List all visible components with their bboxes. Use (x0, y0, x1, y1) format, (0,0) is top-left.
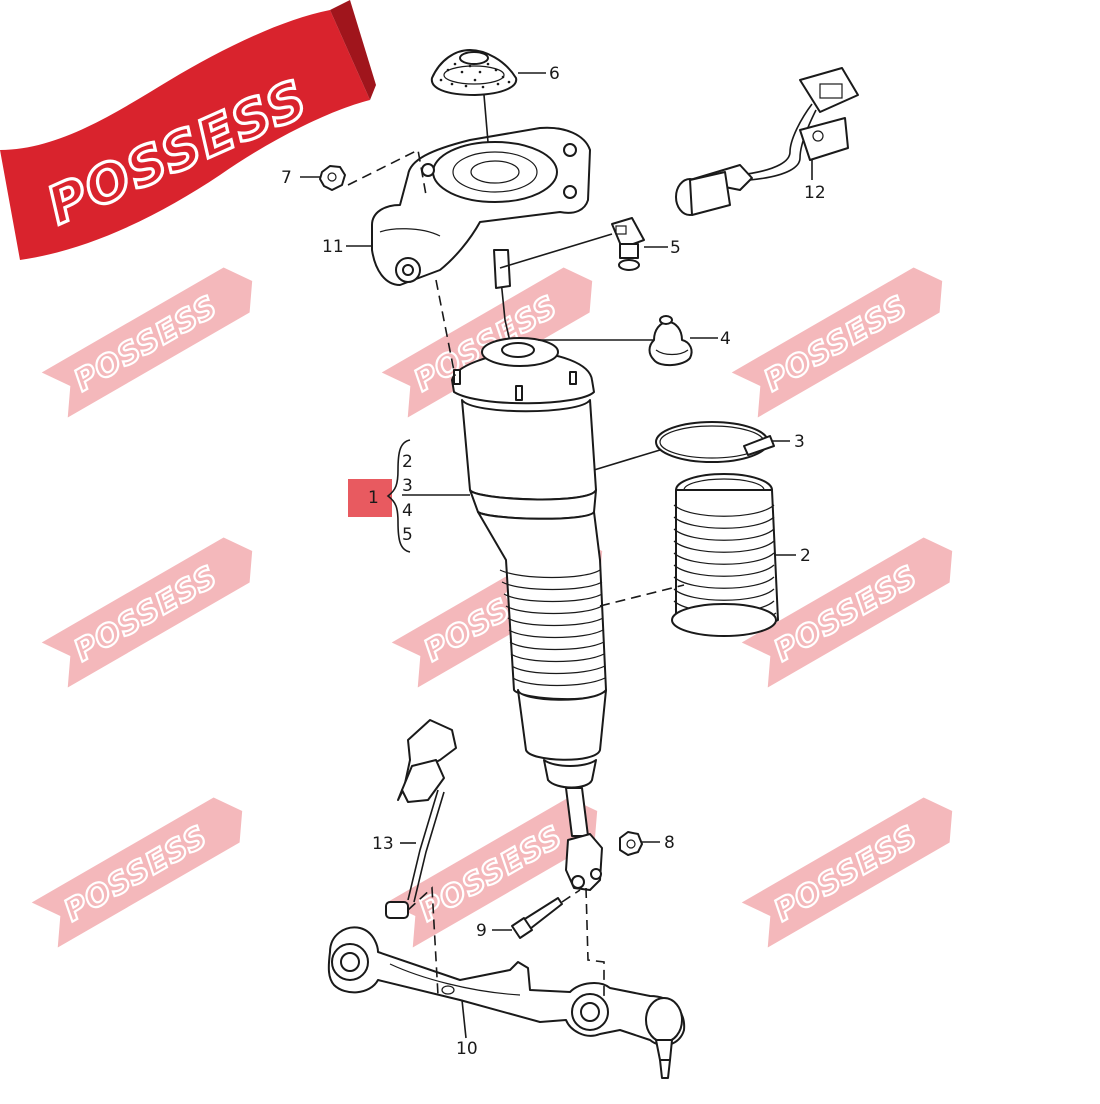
part-4-cap (648, 315, 693, 366)
callouts: 6 7 11 12 5 4 3 2 13 8 9 10 (281, 64, 826, 1059)
part-3-clamp-ring (655, 421, 775, 463)
callout-7: 7 (281, 168, 292, 188)
callout-11: 11 (322, 237, 344, 257)
callout-5: 5 (670, 238, 681, 258)
callout-9: 9 (476, 921, 487, 941)
main-air-strut (451, 249, 607, 891)
part-10-control-arm (327, 926, 686, 1079)
callout-1: 1 (368, 488, 379, 508)
part-5-connector (611, 217, 645, 271)
watermark: POSSESS (41, 267, 253, 418)
part-12-level-sensor (675, 67, 859, 216)
group-item-5: 5 (402, 525, 413, 545)
watermark: POSSESS (31, 797, 243, 948)
part-7-nut (319, 165, 346, 191)
assembly-group: 1 2 3 4 5 (348, 439, 413, 553)
callout-3: 3 (794, 432, 805, 452)
group-item-3: 3 (402, 476, 413, 496)
highlight-box (348, 479, 392, 517)
callout-4: 4 (720, 329, 731, 349)
group-item-2: 2 (402, 452, 413, 472)
brand-logo: POSSESS (0, 0, 376, 260)
callout-10: 10 (456, 1039, 478, 1059)
callout-6: 6 (549, 64, 560, 84)
callout-2: 2 (800, 546, 811, 566)
leader-lines (300, 72, 813, 1039)
group-item-4: 4 (402, 501, 413, 521)
part-9-bolt (511, 897, 563, 939)
part-2-bellows (671, 473, 779, 637)
part-6-top-mount (430, 49, 518, 96)
callout-13: 13 (372, 834, 394, 854)
callout-12: 12 (804, 183, 826, 203)
watermark: POSSESS (731, 267, 943, 418)
part-11-strut-bracket (371, 126, 591, 286)
watermark: POSSESS (741, 797, 953, 948)
part-13-linkage (385, 719, 457, 919)
callout-8: 8 (664, 833, 675, 853)
part-8-nut (619, 831, 643, 856)
watermark: POSSESS (41, 537, 253, 688)
